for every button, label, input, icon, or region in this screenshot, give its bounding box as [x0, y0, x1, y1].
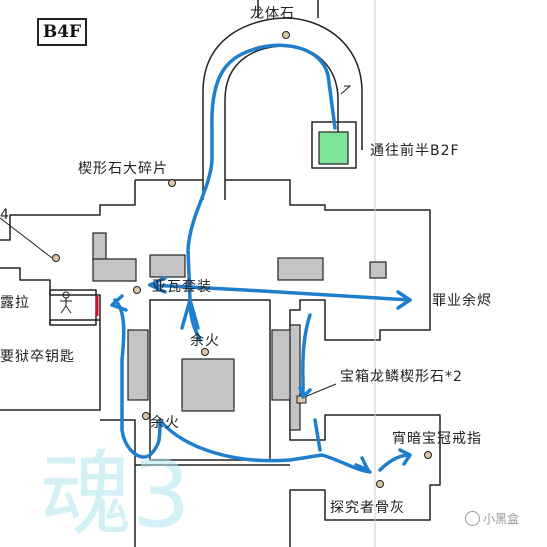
credit-badge: 小黑盒: [465, 510, 519, 527]
label-sin-ember: 罪业余烬: [432, 293, 492, 309]
pillar: [277, 257, 324, 281]
label-to-first-half: 通往前半B2F: [370, 143, 460, 159]
route-path: [110, 43, 412, 474]
floor-label: B4F: [37, 18, 87, 46]
pillar: [181, 358, 235, 412]
label-large-wedge: 楔形石大碎片: [78, 161, 168, 177]
watermark-text: 魂3: [40, 441, 191, 547]
item-seeker: [376, 480, 384, 488]
pillars: [92, 232, 387, 431]
pointer-line: [340, 85, 352, 95]
exit-stairs: [318, 131, 349, 165]
item-bonfire-2: [142, 412, 150, 420]
pillar: [92, 232, 107, 262]
credit-text: 小黑盒: [483, 512, 520, 526]
item-left: [52, 254, 60, 262]
label-dragon-stone: 龙体石: [250, 6, 295, 22]
item-bonfire-1: [201, 348, 209, 356]
label-left-number: 4: [0, 207, 10, 223]
pointer-line: [0, 217, 53, 259]
pillar: [92, 258, 137, 282]
label-chest-items: 宝箱龙鳞楔形石*2: [340, 369, 463, 385]
label-asylum-key: 要狱卒钥匙: [0, 349, 75, 365]
pillar: [289, 324, 301, 431]
label-dark-crown-ring: 宵暗宝冠戒指: [392, 431, 482, 447]
pillar: [149, 254, 186, 278]
label-bonfire-1: 余火: [190, 333, 220, 349]
north-corridor-wall: [257, 0, 319, 18]
central-hall-wall: [135, 179, 441, 547]
pillar: [271, 329, 293, 401]
item-dragon-stone: [282, 31, 290, 39]
label-bonfire-2: 余火: [150, 415, 180, 431]
item-large-wedge: [168, 179, 176, 187]
label-seeker-ashes: 探究者骨灰: [330, 500, 405, 516]
pointer-line: [301, 383, 337, 399]
item-armor: [133, 286, 141, 294]
heybox-logo-icon: [465, 511, 480, 526]
item-dark-crown: [424, 451, 432, 459]
label-armor-set: 亚瓦套装: [152, 279, 212, 295]
pillar: [127, 329, 149, 401]
npc-figure: [60, 291, 72, 314]
label-left-name: 露拉: [0, 295, 30, 311]
pillar: [369, 261, 387, 279]
